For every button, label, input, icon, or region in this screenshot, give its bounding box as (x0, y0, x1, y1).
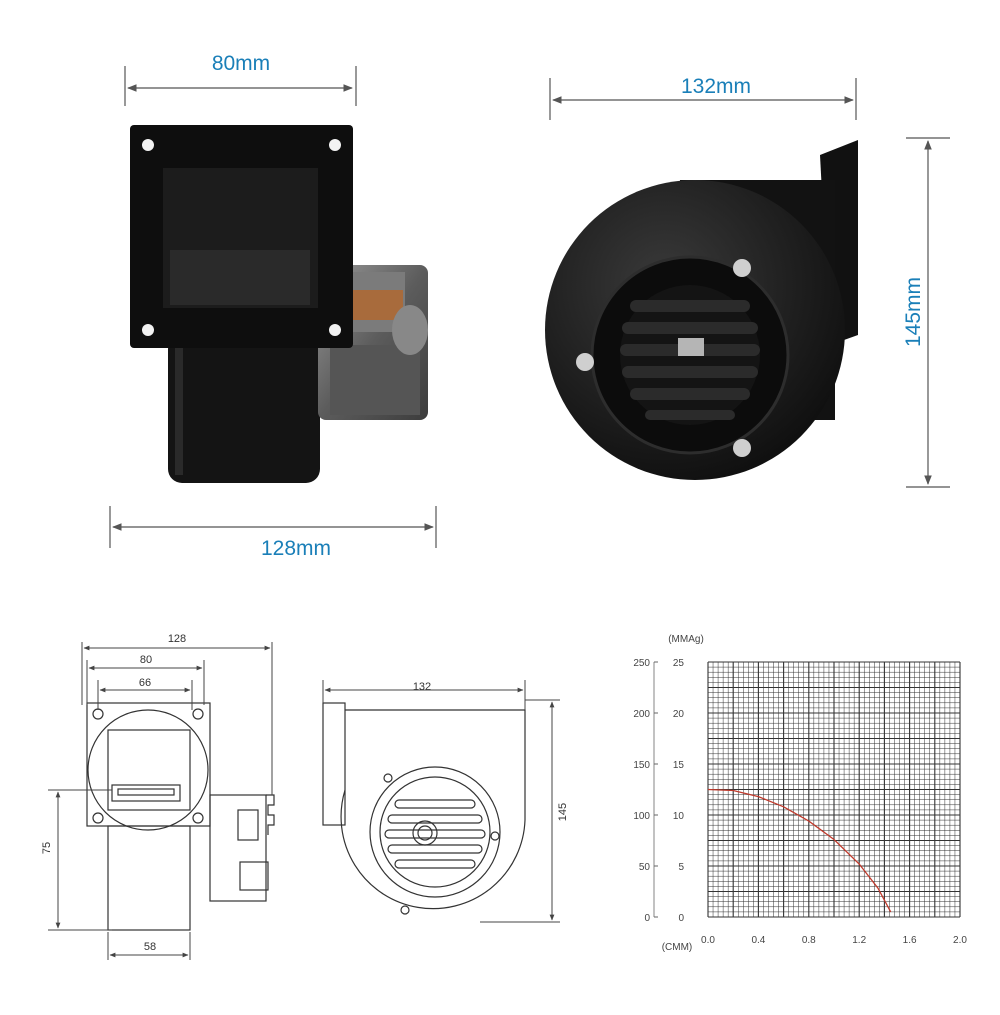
front-drawing (86, 702, 275, 931)
side-photo (545, 140, 858, 480)
x-tick-label: 0.8 (802, 935, 816, 946)
side-height-label: 145mm (902, 277, 925, 347)
outer-y-tick-label: 150 (633, 760, 650, 771)
x-tick-label: 1.6 (903, 935, 917, 946)
inner-y-tick-label: 25 (673, 658, 685, 669)
dim-128: 128 (168, 633, 186, 645)
x-tick-label: 0.4 (751, 935, 765, 946)
photo-dimension-lines (109, 66, 950, 548)
y-unit-label: (MMAg) (668, 634, 704, 645)
x-unit-label: (CMM) (662, 942, 693, 953)
inner-y-tick-label: 0 (678, 913, 684, 924)
x-tick-label: 2.0 (953, 935, 967, 946)
outer-y-tick-label: 100 (633, 811, 650, 822)
outer-y-tick-label: 250 (633, 658, 650, 669)
chart-grid (653, 661, 961, 918)
dim-80: 80 (140, 654, 152, 666)
inner-y-tick-label: 15 (673, 760, 685, 771)
inner-y-tick-label: 10 (673, 811, 685, 822)
outer-y-tick-label: 200 (633, 709, 650, 720)
inner-y-tick-label: 20 (673, 709, 685, 720)
outer-y-tick-label: 50 (639, 862, 651, 873)
front-width-label: 80mm (212, 52, 270, 75)
dim-132: 132 (413, 681, 431, 693)
x-tick-label: 1.2 (852, 935, 866, 946)
side-width-label: 132mm (681, 75, 751, 98)
front-photo (130, 125, 428, 483)
dim-66: 66 (139, 677, 151, 689)
x-tick-label: 0.0 (701, 935, 715, 946)
side-drawing-dims (322, 680, 560, 923)
front-drawing-dims (48, 642, 273, 960)
dim-75: 75 (41, 842, 53, 854)
inner-y-tick-label: 5 (678, 862, 684, 873)
dim-145: 145 (557, 803, 569, 821)
dim-58: 58 (144, 941, 156, 953)
front-depth-label: 128mm (261, 537, 331, 560)
outer-y-tick-label: 0 (644, 913, 650, 924)
pressure-flow-curve (707, 788, 892, 913)
